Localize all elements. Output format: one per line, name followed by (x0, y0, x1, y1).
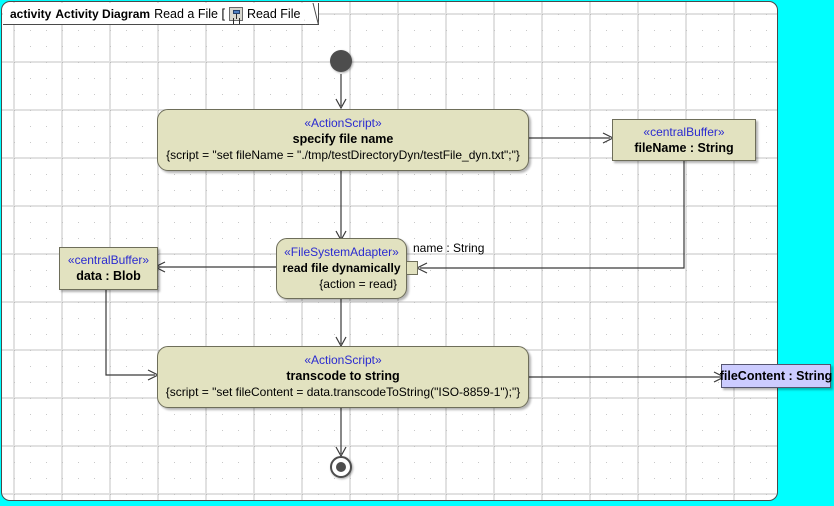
node-name-label: transcode to string (286, 369, 400, 383)
action-transcode-to-string[interactable]: «ActionScript» transcode to string {scri… (157, 346, 529, 408)
constraint-label: {script = "set fileName = "./tmp/testDir… (166, 148, 520, 162)
diagram-name: Read a File [ (154, 6, 225, 21)
stereotype-label: «ActionScript» (304, 353, 382, 367)
object-node-file-content[interactable]: fileContent : String (719, 364, 833, 388)
diagram-type: Activity Diagram (55, 6, 151, 21)
diagram-keyword: activity (10, 6, 52, 21)
pin-label-name: name : String (413, 241, 485, 255)
initial-node[interactable] (330, 50, 352, 72)
constraint-label: {script = "set fileContent = data.transc… (165, 385, 521, 399)
diagram-element-name: Read File (246, 6, 301, 21)
node-name-label: data : Blob (76, 269, 141, 283)
tab-corner-clip (300, 3, 319, 25)
central-buffer-data[interactable]: «centralBuffer» data : Blob (59, 247, 158, 290)
action-read-file-dynamically[interactable]: «FileSystemAdapter» read file dynamicall… (276, 238, 407, 299)
stereotype-label: «centralBuffer» (643, 124, 725, 139)
activity-diagram-icon (228, 6, 243, 21)
activity-diagram-frame: «ActionScript» specify file name {script… (1, 1, 778, 501)
activity-final-node[interactable] (330, 456, 352, 478)
stereotype-label: «ActionScript» (304, 116, 382, 130)
diagram-title-tab: activity Activity Diagram Read a File [ … (3, 3, 319, 25)
stereotype-label: «centralBuffer» (67, 253, 150, 267)
action-specify-file-name[interactable]: «ActionScript» specify file name {script… (157, 109, 529, 171)
central-buffer-filename[interactable]: «centralBuffer» fileName : String (612, 119, 756, 161)
input-pin-name[interactable] (406, 261, 418, 275)
node-name-label: fileName : String (634, 140, 734, 155)
node-name-label: specify file name (292, 132, 394, 146)
node-name-label: fileContent : String (719, 369, 833, 383)
stereotype-label: «FileSystemAdapter» (284, 245, 399, 259)
constraint-label: {action = read} (319, 277, 397, 291)
node-name-label: read file dynamically (282, 261, 401, 275)
